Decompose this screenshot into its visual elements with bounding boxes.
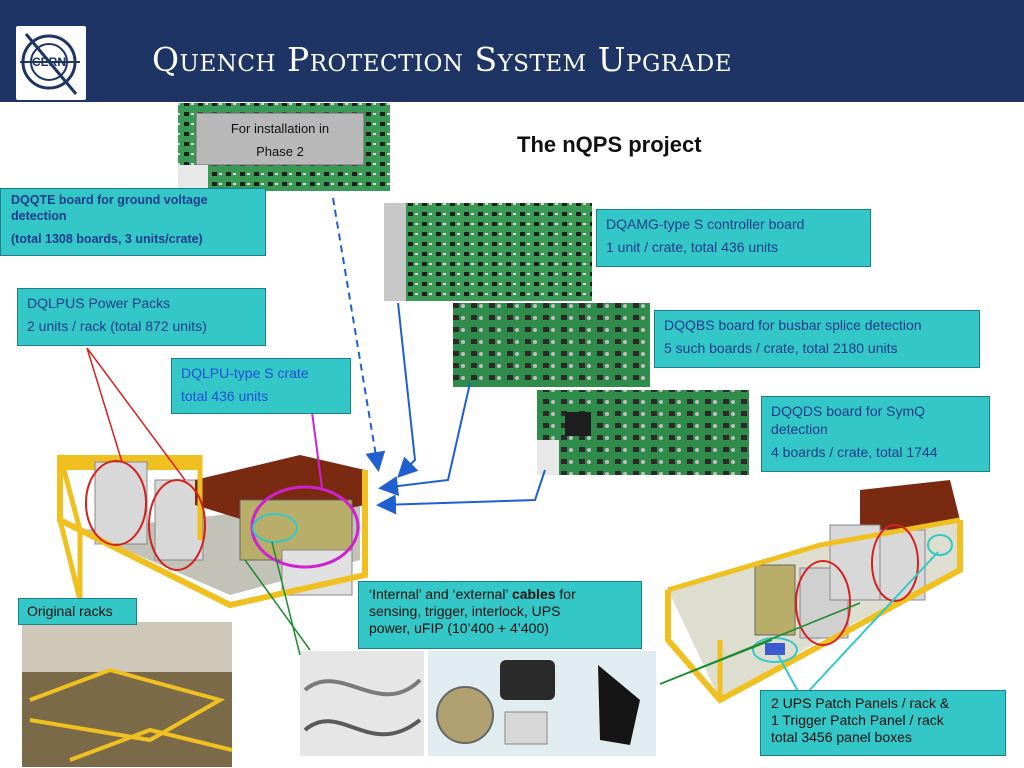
dqqds-line3: 4 boards / crate, total 1744 bbox=[771, 444, 938, 460]
cables-line3: power, uFIP (10’400 + 4’400) bbox=[369, 619, 549, 636]
page-title: Quench Protection System Upgrade bbox=[152, 40, 733, 79]
dqqbs-label-box: DQQBS board for busbar splice detection … bbox=[654, 310, 980, 368]
dqqbs-line2: 5 such boards / crate, total 2180 units bbox=[664, 339, 898, 356]
project-title: The nQPS project bbox=[517, 132, 702, 157]
dqqte-line2: detection bbox=[11, 208, 67, 223]
ups-line2: 1 Trigger Patch Panel / rack bbox=[771, 711, 944, 728]
dqqbs-line1: DQQBS board for busbar splice detection bbox=[664, 317, 922, 333]
cables-label-box: ‘Internal’ and ‘external’ cables for sen… bbox=[358, 581, 642, 649]
dqqte-board-photo: For installation in Phase 2 bbox=[178, 103, 390, 191]
dqqds-label-box: DQQDS board for SymQ detection 4 boards … bbox=[761, 396, 990, 472]
dqamg-board-photo bbox=[384, 203, 592, 301]
dqlpu-label-box: DQLPU-type S crate total 436 units bbox=[171, 358, 351, 414]
cable-photos bbox=[300, 651, 656, 756]
left-rack-drawing bbox=[57, 454, 368, 609]
dqlpu-line1: DQLPU-type S crate bbox=[181, 365, 309, 381]
cable-pointers bbox=[244, 541, 861, 685]
cern-logo-icon: CERN bbox=[16, 26, 86, 100]
cables-line2: sensing, trigger, interlock, UPS bbox=[369, 602, 561, 619]
dqqte-label-box: DQQTE board for ground voltage detection… bbox=[0, 188, 266, 256]
power-pack-pointers bbox=[86, 347, 186, 481]
dqamg-line1: DQAMG-type S controller board bbox=[606, 216, 805, 232]
ups-label-box: 2 UPS Patch Panels / rack & 1 Trigger Pa… bbox=[760, 690, 1006, 756]
dqlpus-line2: 2 units / rack (total 872 units) bbox=[27, 317, 207, 334]
dqqbs-board-photo bbox=[453, 303, 650, 387]
dqlpus-label-box: DQLPUS Power Packs 2 units / rack (total… bbox=[17, 288, 266, 346]
phase-card-line1: For installation in bbox=[231, 121, 329, 136]
cables-line1: ‘Internal’ and ‘external’ cables for bbox=[369, 586, 576, 602]
crate-pointer bbox=[311, 411, 323, 489]
ups-line3: total 3456 panel boxes bbox=[771, 728, 912, 745]
dqlpus-line1: DQLPUS Power Packs bbox=[27, 295, 171, 311]
header-bar: CERN Quench Protection System Upgrade bbox=[0, 0, 1024, 102]
dqqte-line3: (total 1308 boards, 3 units/crate) bbox=[11, 232, 203, 247]
original-racks-photo bbox=[22, 622, 233, 767]
dqamg-line2: 1 unit / crate, total 436 units bbox=[606, 238, 778, 255]
original-racks-label: Original racks bbox=[18, 598, 137, 625]
dqqds-line2: detection bbox=[771, 420, 828, 437]
ups-line1: 2 UPS Patch Panels / rack & bbox=[771, 695, 950, 711]
dqlpu-line2: total 436 units bbox=[181, 387, 269, 404]
dqqds-line1: DQQDS board for SymQ bbox=[771, 403, 926, 419]
dqqds-board-photo bbox=[537, 390, 749, 475]
dqqte-line1: DQQTE board for ground voltage bbox=[11, 193, 208, 207]
phase-card-line2: Phase 2 bbox=[256, 144, 304, 159]
board-arrows bbox=[332, 197, 546, 515]
patch-panel-pointers bbox=[777, 551, 939, 696]
dqamg-label-box: DQAMG-type S controller board 1 unit / c… bbox=[596, 209, 871, 267]
right-rack-drawing bbox=[665, 480, 963, 704]
logo-text: CERN bbox=[32, 55, 66, 69]
